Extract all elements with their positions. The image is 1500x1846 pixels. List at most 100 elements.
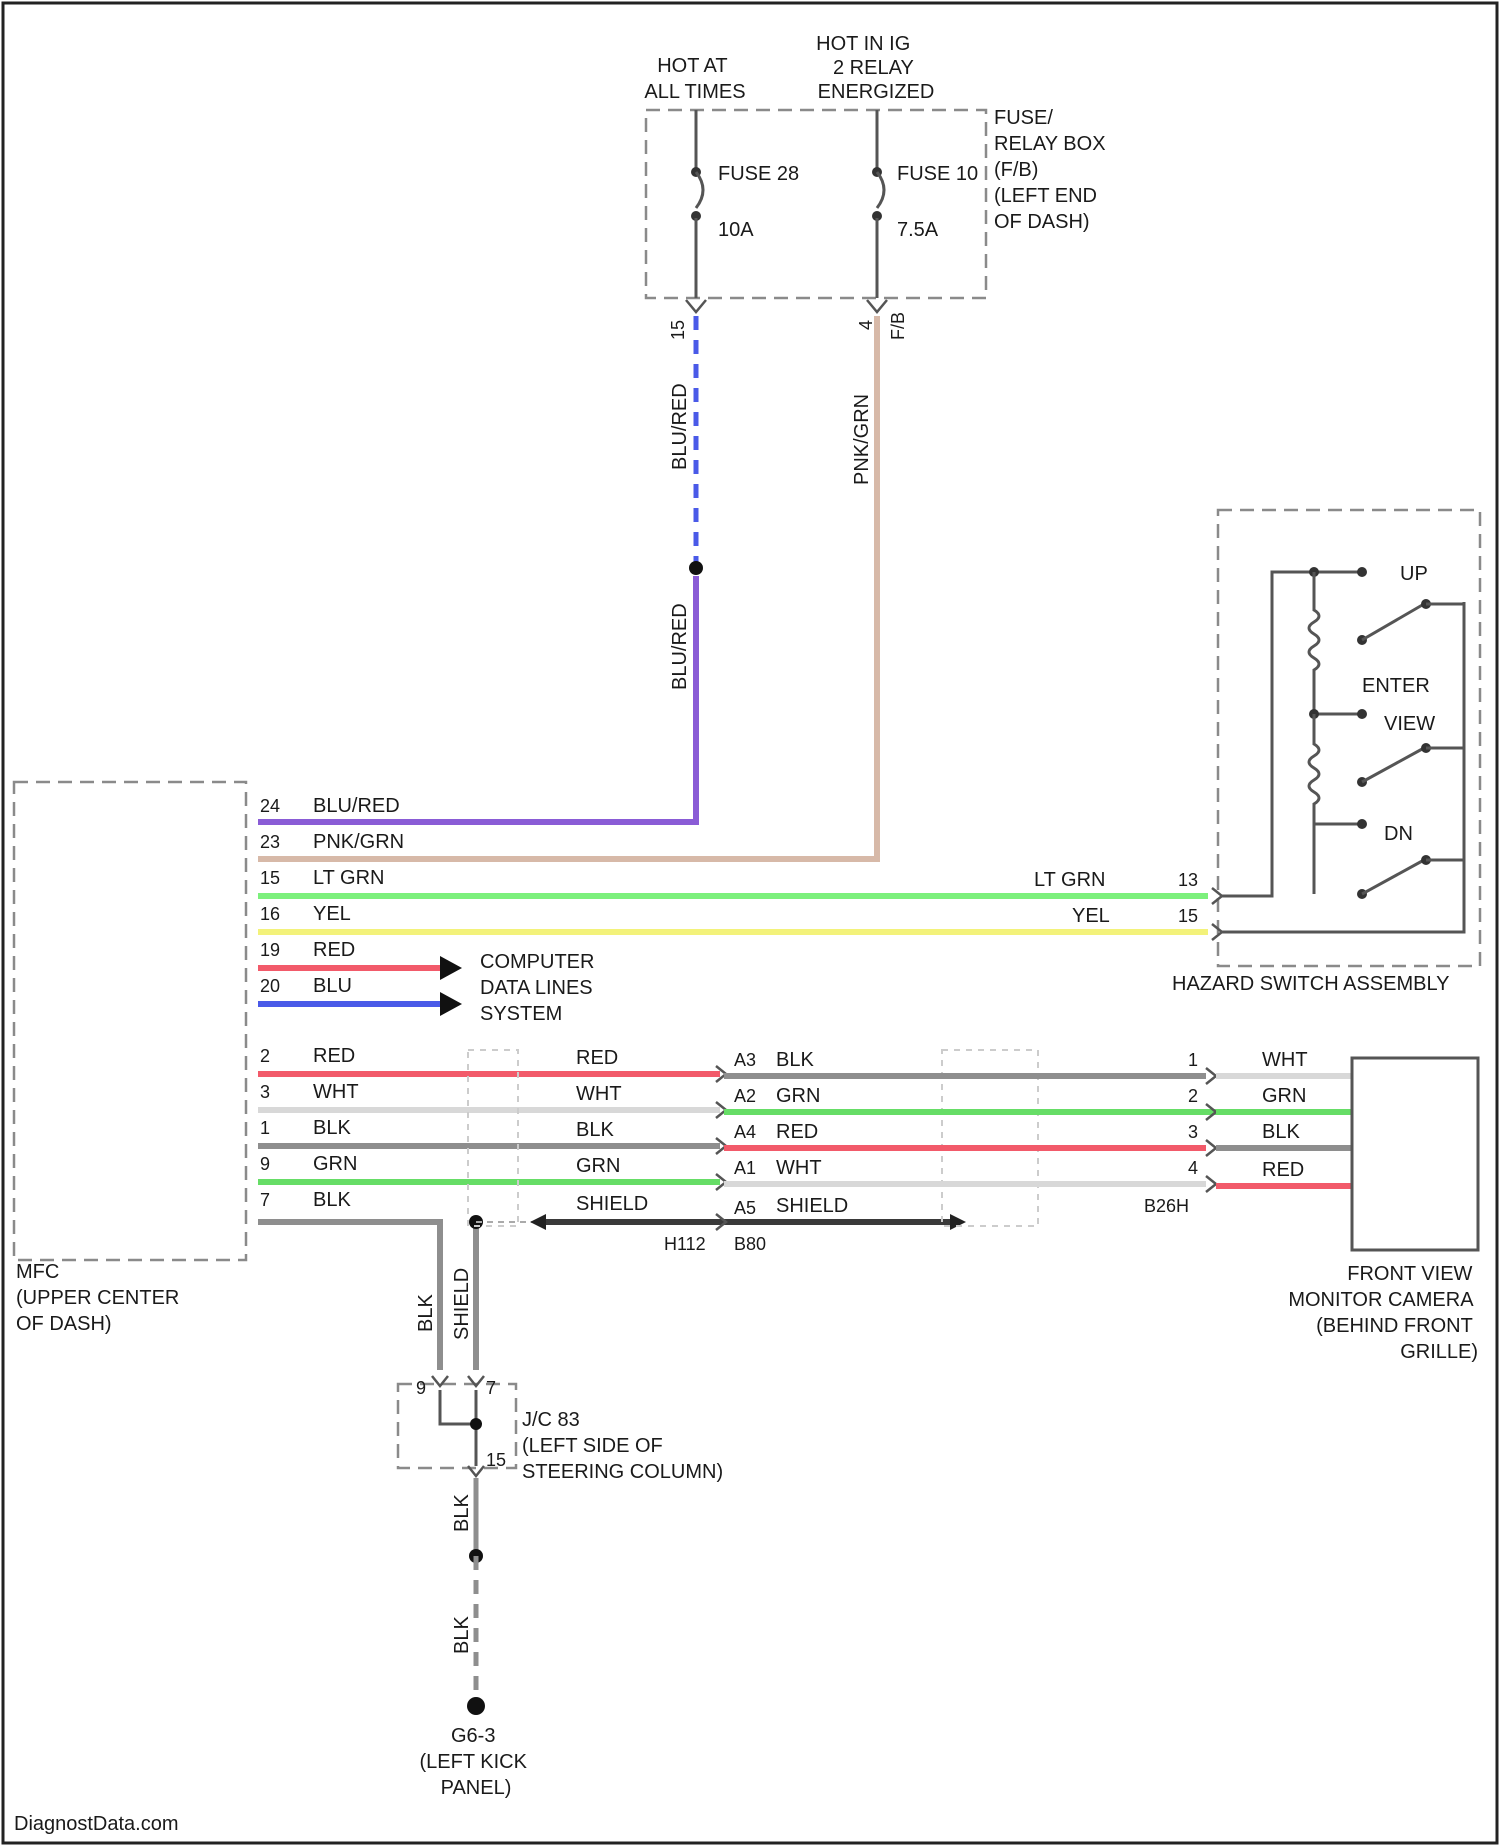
camera-pin: 1 bbox=[1188, 1050, 1198, 1070]
mfc-wire-label: BLU/RED bbox=[313, 795, 400, 817]
harness-left-wire-label: BLK bbox=[576, 1119, 614, 1141]
jc-splice-dot bbox=[470, 1418, 482, 1430]
mfc-pin: 3 bbox=[260, 1082, 270, 1102]
mfc-wire-label: BLK bbox=[313, 1117, 351, 1139]
b80-pin: A3 bbox=[734, 1050, 756, 1070]
mfc-pin: 7 bbox=[260, 1190, 270, 1210]
mfc-wire-label: RED bbox=[313, 939, 355, 961]
computer-data-lines-label: COMPUTER DATA LINES SYSTEM bbox=[480, 951, 600, 1025]
fuse-box-connector-id: F/B bbox=[888, 312, 908, 340]
fuse-28-symbol bbox=[691, 110, 703, 298]
blu-red-lower-label: BLU/RED bbox=[669, 603, 691, 690]
pnk-grn-label: PNK/GRN bbox=[851, 394, 873, 485]
b80-pin: A2 bbox=[734, 1086, 756, 1106]
jc-pin: 9 bbox=[416, 1378, 426, 1398]
connector-b80-label: B80 bbox=[734, 1234, 766, 1254]
mfc-pin: 15 bbox=[260, 868, 280, 888]
harness-left-wire-label: GRN bbox=[576, 1155, 620, 1177]
b80-pin: A1 bbox=[734, 1158, 756, 1178]
switch-up bbox=[1357, 599, 1464, 645]
switch-view-label: VIEW bbox=[1384, 713, 1435, 735]
fuse-pin-15-connector bbox=[686, 300, 706, 312]
hot-in-ig-label: HOT IN IG 2 RELAY ENERGIZED bbox=[816, 33, 934, 103]
pnk-grn-wire bbox=[258, 316, 877, 859]
ground-blk-label: BLK bbox=[415, 1294, 437, 1332]
fuse-10-label: FUSE 10 bbox=[897, 163, 978, 185]
mfc-wire-label: BLK bbox=[313, 1189, 351, 1211]
hazard-switch-outline bbox=[1218, 510, 1480, 966]
jc-83-connectors bbox=[432, 1376, 484, 1386]
red-data-arrow bbox=[440, 956, 462, 980]
resistor-upper bbox=[1309, 572, 1319, 712]
hazard-switch-label: HAZARD SWITCH ASSEMBLY bbox=[1172, 973, 1449, 995]
camera-wire-label: RED bbox=[1262, 1159, 1304, 1181]
shield-arrow-right bbox=[950, 1214, 966, 1230]
camera-harness: RED WHT BLK GRN SHIELD H112 B80 A3 A2 A4… bbox=[258, 1047, 1478, 1370]
hot-at-all-times-label: HOT AT ALL TIMES bbox=[644, 55, 745, 103]
front-view-camera-box bbox=[1352, 1058, 1478, 1250]
hazard-pin-15: 15 bbox=[1178, 906, 1198, 926]
blk-ground-wire bbox=[258, 1222, 440, 1370]
jc-pin: 15 bbox=[486, 1450, 506, 1470]
mfc-wire-label: BLU bbox=[313, 975, 352, 997]
front-view-camera-label: FRONT VIEW MONITOR CAMERA (BEHIND FRONT … bbox=[1288, 1263, 1478, 1363]
camera-wire-label: WHT bbox=[1262, 1049, 1308, 1071]
switch-enter-label: ENTER bbox=[1362, 675, 1430, 697]
mfc-pin: 23 bbox=[260, 832, 280, 852]
pnk-grn-feed-wire: PNK/GRN bbox=[258, 316, 877, 859]
hazard-yel-label: YEL bbox=[1072, 905, 1110, 927]
camera-wire-label: BLK bbox=[1262, 1121, 1300, 1143]
blu-red-wire bbox=[258, 576, 696, 822]
ground-point-icon bbox=[467, 1697, 485, 1715]
harness-left-wire-label: RED bbox=[576, 1047, 618, 1069]
fuse-relay-box: HOT AT ALL TIMES HOT IN IG 2 RELAY ENERG… bbox=[644, 33, 1111, 340]
diagram-frame bbox=[3, 3, 1497, 1843]
mfc-pin: 1 bbox=[260, 1118, 270, 1138]
blu-data-arrow bbox=[440, 992, 462, 1016]
hazard-internal-wire bbox=[1222, 602, 1464, 932]
fuse-10-symbol bbox=[872, 110, 884, 298]
splice-dot bbox=[689, 561, 703, 575]
hazard-switch-assembly: UP ENTER VIEW DN HAZARD SWITCH ASSEMBLY bbox=[1172, 510, 1480, 995]
ground-lower-label-b: BLK bbox=[451, 1616, 473, 1654]
jc-83-label: J/C 83 (LEFT SIDE OF STEERING COLUMN) bbox=[522, 1409, 723, 1483]
ground-g6-3-label: G6-3 (LEFT KICK PANEL) bbox=[420, 1725, 533, 1799]
mfc-wire-label: PNK/GRN bbox=[313, 831, 404, 853]
mfc-pin: 20 bbox=[260, 976, 280, 996]
mfc-pin: 19 bbox=[260, 940, 280, 960]
fuse-box-location-label: FUSE/ RELAY BOX (F/B) (LEFT END OF DASH) bbox=[994, 107, 1111, 233]
camera-pin: 3 bbox=[1188, 1122, 1198, 1142]
resistor-lower bbox=[1309, 714, 1362, 824]
jc-pin: 7 bbox=[486, 1378, 496, 1398]
mfc-wire-label: LT GRN bbox=[313, 867, 385, 889]
mfc-wire-label: YEL bbox=[313, 903, 351, 925]
jc-internal-wire bbox=[440, 1390, 476, 1424]
ground-shield-label: SHIELD bbox=[451, 1268, 473, 1340]
mfc-wire-label: WHT bbox=[313, 1081, 359, 1103]
hazard-lt-grn-label: LT GRN bbox=[1034, 869, 1106, 891]
connector-h112-label: H112 bbox=[664, 1234, 706, 1254]
mfc-unit: MFC (UPPER CENTER OF DASH) bbox=[14, 782, 246, 1335]
switch-view bbox=[1357, 743, 1464, 787]
mfc-wire-label: GRN bbox=[313, 1153, 357, 1175]
harness-right-wire-label: RED bbox=[776, 1121, 818, 1143]
mfc-pin: 16 bbox=[260, 904, 280, 924]
harness-right-wire-label: WHT bbox=[776, 1157, 822, 1179]
harness-right-wire-label: GRN bbox=[776, 1085, 820, 1107]
mfc-pin: 24 bbox=[260, 796, 280, 816]
fuse-28-rating: 10A bbox=[718, 219, 754, 241]
camera-pin: 2 bbox=[1188, 1086, 1198, 1106]
fuse-pin-4-connector bbox=[867, 300, 887, 312]
b80-pin: A5 bbox=[734, 1198, 756, 1218]
hazard-pin-13: 13 bbox=[1178, 870, 1198, 890]
switch-up-label: UP bbox=[1400, 563, 1428, 585]
mfc-outline bbox=[14, 782, 246, 1260]
fuse-pin-15: 15 bbox=[668, 320, 688, 340]
harness-left-wire-label: WHT bbox=[576, 1083, 622, 1105]
ground-circuit: BLK SHIELD 9 7 15 J/C 83 (LEFT SIDE OF S… bbox=[398, 1268, 723, 1799]
ground-lower-label-a: BLK bbox=[451, 1494, 473, 1532]
b80-pin: A4 bbox=[734, 1122, 756, 1142]
mfc-pin: 9 bbox=[260, 1154, 270, 1174]
fuse-pin-4: 4 bbox=[856, 320, 876, 330]
